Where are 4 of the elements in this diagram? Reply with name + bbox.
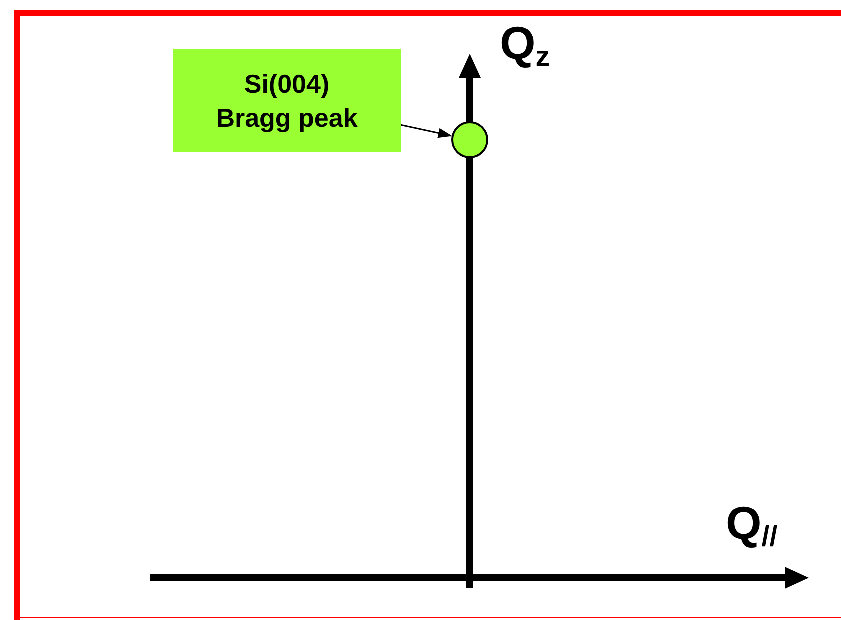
axis-label: Q$_{//}$ [726,500,778,546]
label-box: Si(004) Bragg peak [173,49,401,152]
axis-label: Q$_{z}$ [500,20,550,66]
leader-arrow [400,124,452,138]
